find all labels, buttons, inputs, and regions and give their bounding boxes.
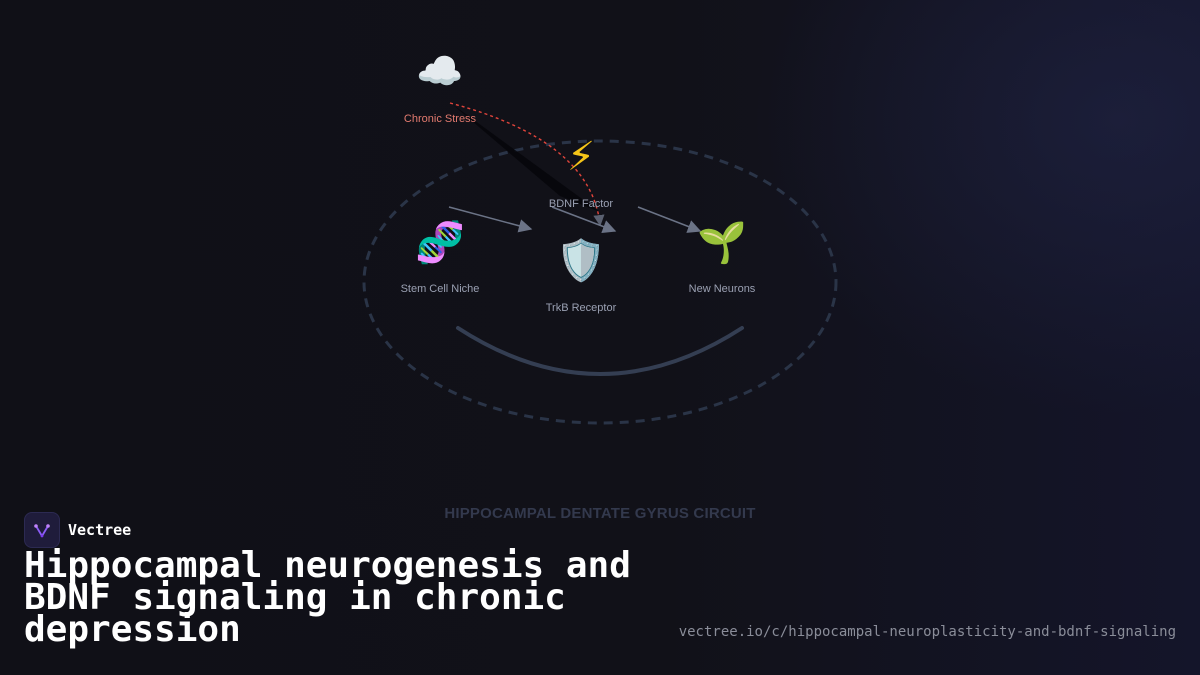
source-url: vectree.io/c/hippocampal-neuroplasticity… xyxy=(678,624,1176,640)
dna-icon: 🧬 xyxy=(415,218,465,266)
stem-label: Stem Cell Niche xyxy=(401,283,480,295)
brand: Vectree xyxy=(24,512,131,548)
neurons-label: New Neurons xyxy=(689,283,756,295)
cloud-icon: ☁️ xyxy=(416,49,463,93)
stress-shadow xyxy=(452,104,600,212)
bdnf-label: BDNF Factor xyxy=(549,198,614,210)
shield-icon: 🛡️ xyxy=(556,237,606,284)
diagram-title: HIPPOCAMPAL DENTATE GYRUS CIRCUIT xyxy=(444,505,755,522)
vectree-logo-icon xyxy=(24,512,60,548)
page-title: Hippocampal neurogenesis and BDNF signal… xyxy=(24,545,631,650)
lightning-icon: ⚡ xyxy=(567,134,595,180)
seedling-icon: 🌱 xyxy=(697,220,747,266)
stress-label: Chronic Stress xyxy=(404,113,477,125)
trkb-label: TrkB Receptor xyxy=(546,302,617,314)
arrow-stem-to-trkb xyxy=(448,206,533,233)
brand-name: Vectree xyxy=(68,521,132,539)
arrow-trkb-to-neurons xyxy=(637,206,702,233)
granule-layer-arc xyxy=(456,326,744,376)
arrow-bdnf-to-trkb xyxy=(551,206,617,233)
circuit-boundary xyxy=(362,139,838,425)
